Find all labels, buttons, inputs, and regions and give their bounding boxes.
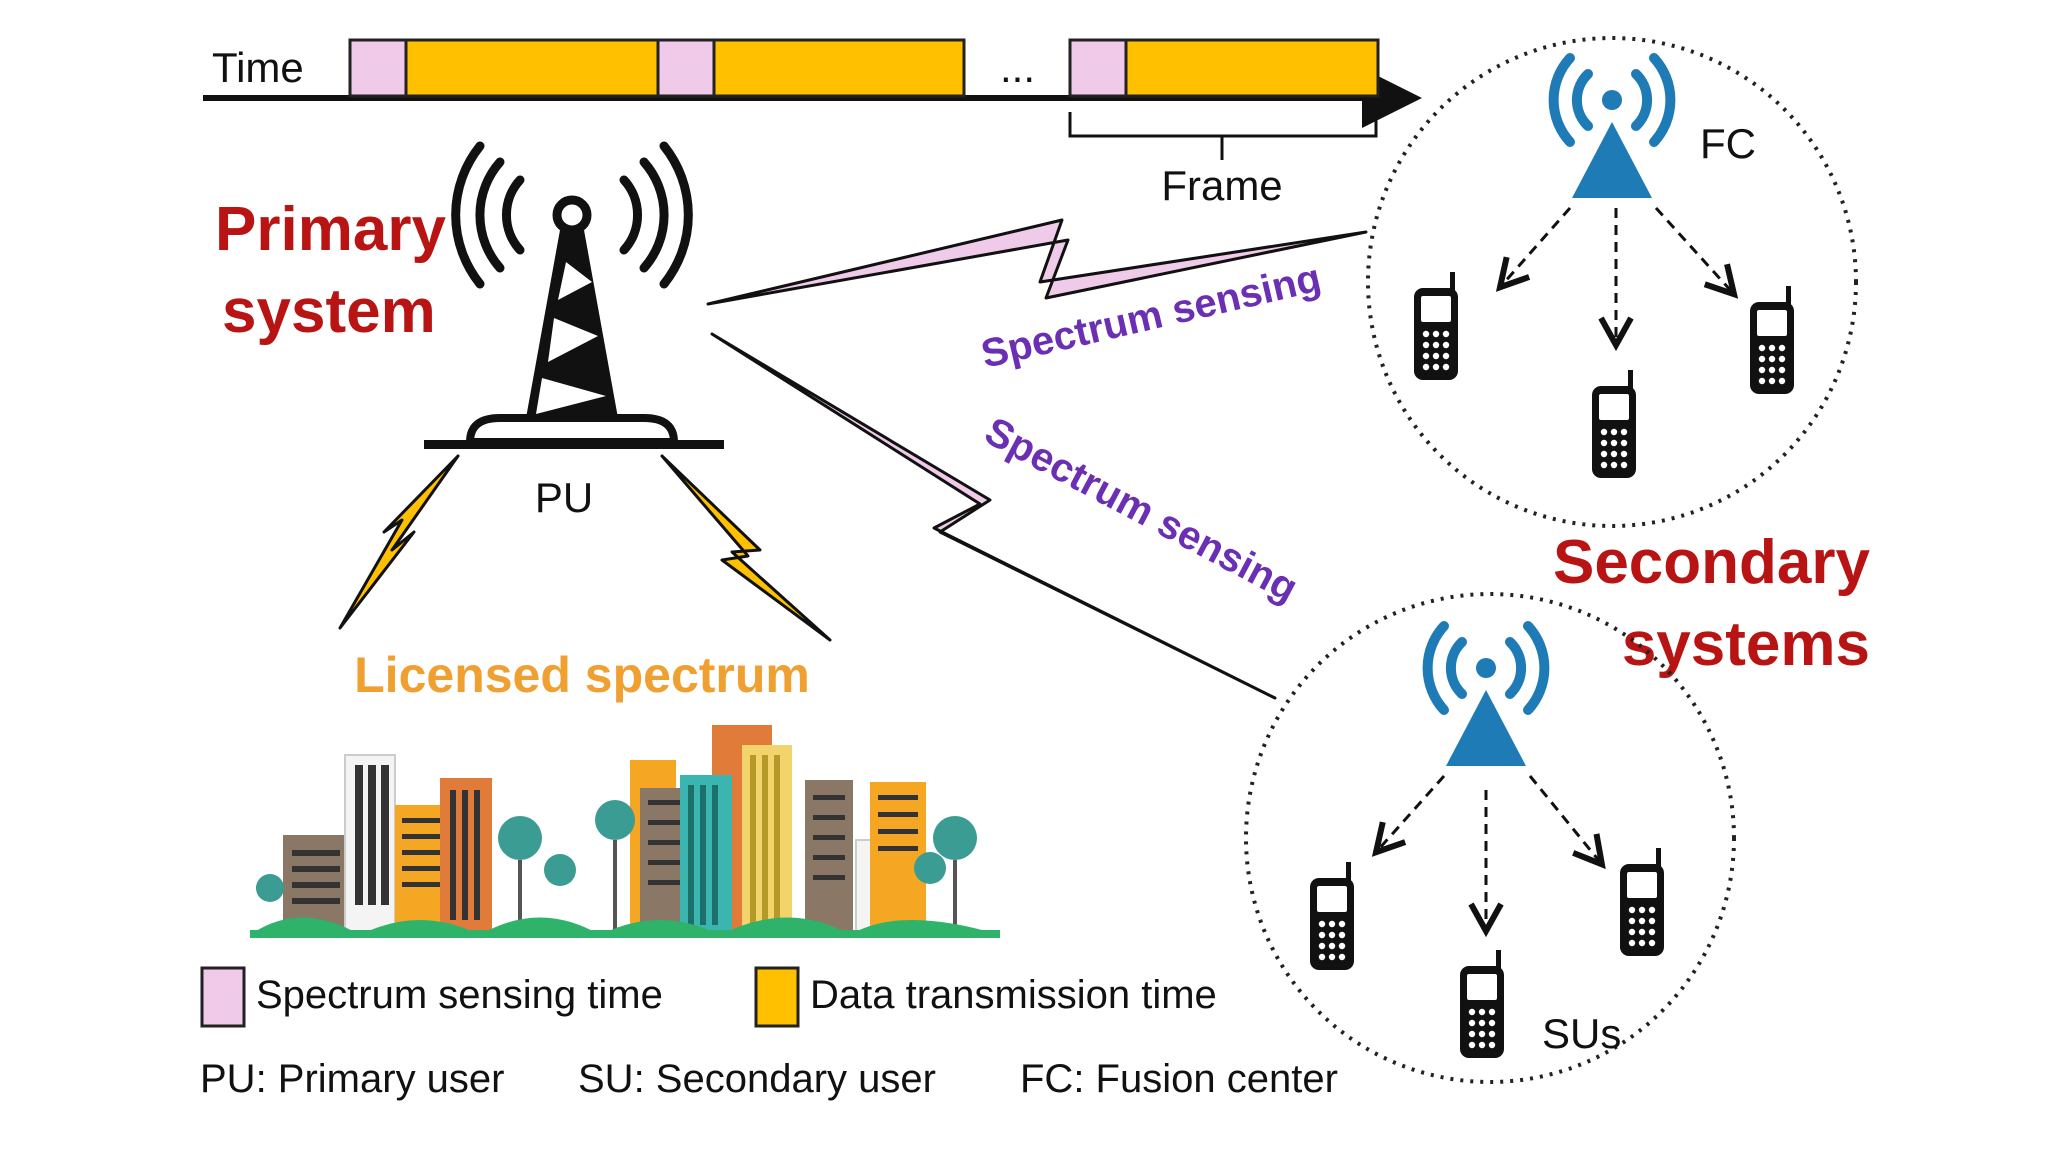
legend-pu-definition: PU: Primary user [200, 1057, 505, 1101]
sus-label: SUs [1542, 1010, 1621, 1057]
licensed-spectrum-label: Licensed spectrum [354, 647, 810, 703]
sensing-link-upper [706, 218, 1368, 306]
data-slot [1124, 38, 1380, 98]
legend: Spectrum sensing time Data transmission … [200, 966, 1338, 1101]
secondary-title-line2: systems [1622, 610, 1870, 679]
pu-tower-icon [424, 141, 724, 449]
legend-fc-definition: FC: Fusion center [1020, 1057, 1338, 1101]
primary-title-line2: system [222, 277, 436, 346]
secondary-system-upper: FC [1366, 36, 1858, 528]
legend-data-swatch [754, 966, 800, 1028]
lightning-bolt-icon [338, 454, 460, 630]
su-phone-icon [1750, 286, 1794, 394]
fc-label: FC [1700, 120, 1756, 167]
data-slot [712, 38, 966, 98]
sensing-label-lower: Spectrum sensing [978, 409, 1305, 611]
fc-downlink-arrow [1378, 775, 1446, 850]
secondary-cell-boundary [1366, 36, 1858, 528]
timeline: Time ... Frame [203, 38, 1422, 209]
city-skyline-illustration [250, 725, 1000, 938]
timeline-ellipsis: ... [1000, 44, 1035, 91]
lightning-bolt-icon [660, 454, 832, 642]
sensing-links: Spectrum sensing Spectrum sensing [706, 218, 1368, 700]
legend-data-label: Data transmission time [810, 973, 1217, 1017]
sensing-slot [656, 38, 716, 98]
su-phone-icon [1310, 862, 1354, 970]
su-phone-icon [1620, 848, 1664, 956]
primary-system: Primary system PU Licensed spectrum [215, 141, 1000, 938]
secondary-system-lower: SUs [1244, 592, 1736, 1084]
legend-sensing-label: Spectrum sensing time [256, 973, 663, 1017]
sensing-slot [1068, 38, 1128, 98]
fc-downlink-arrow [1528, 775, 1600, 862]
sensing-slot [348, 38, 408, 98]
frame-label: Frame [1161, 162, 1282, 209]
su-phone-icon [1592, 370, 1636, 478]
time-label: Time [212, 44, 304, 91]
secondary-title-line1: Secondary [1553, 528, 1871, 597]
legend-su-definition: SU: Secondary user [578, 1057, 936, 1101]
su-phone-icon [1460, 950, 1504, 1058]
sensing-link-lower [710, 332, 1277, 700]
secondary-cell-boundary [1244, 592, 1736, 1084]
su-phone-icon [1414, 272, 1458, 380]
fc-antenna-icon [1428, 626, 1545, 766]
data-slot [404, 38, 660, 98]
pu-label: PU [535, 474, 593, 521]
fc-downlink-arrow [1502, 207, 1572, 285]
legend-sensing-swatch [200, 966, 246, 1028]
primary-title-line1: Primary [215, 195, 446, 264]
fc-antenna-icon [1554, 58, 1671, 198]
fc-downlink-arrow [1654, 206, 1732, 292]
frame-bracket [1068, 112, 1378, 160]
